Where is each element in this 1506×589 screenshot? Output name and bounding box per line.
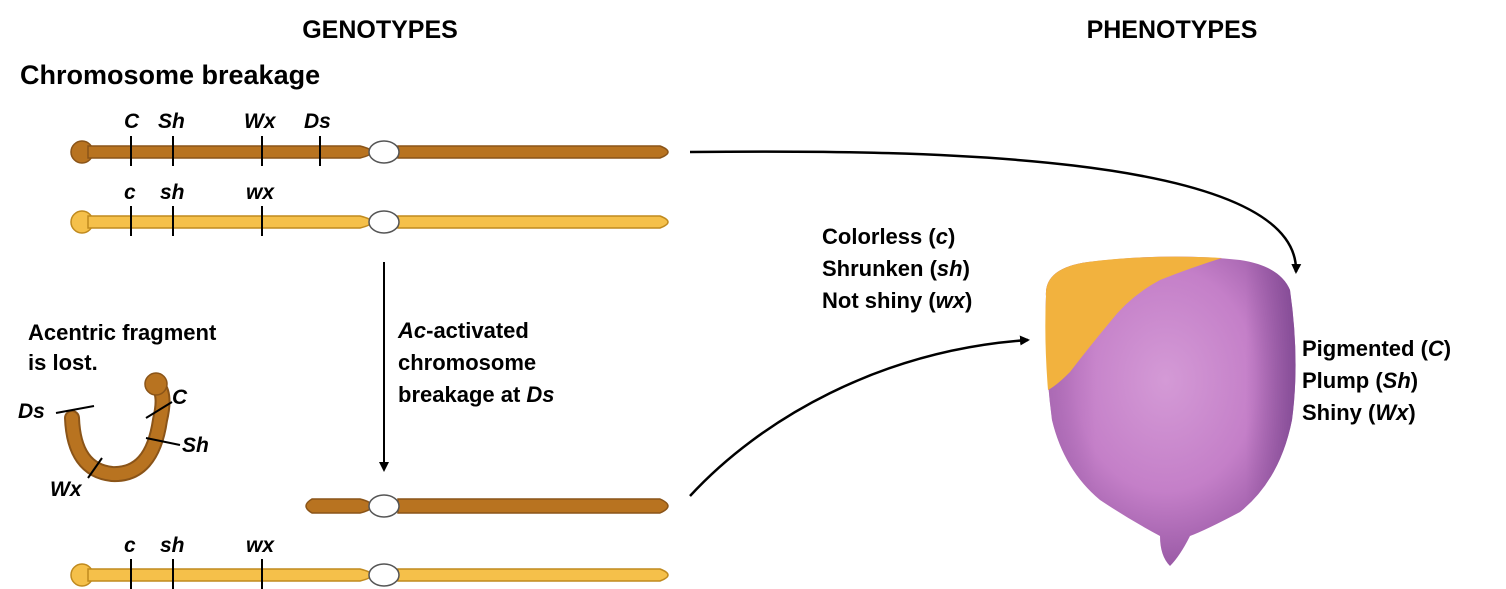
- centromere: [369, 141, 399, 163]
- arrow-to-kernel-sector: [690, 340, 1028, 496]
- phenotype-pigmented-group: Pigmented (C) Plump (Sh) Shiny (Wx): [1302, 336, 1451, 425]
- svg-text:Shiny (Wx): Shiny (Wx): [1302, 400, 1416, 425]
- gene-label-Sh: Sh: [158, 110, 185, 133]
- process-ds: Ds: [526, 382, 554, 407]
- process-chromosome: chromosome: [398, 350, 536, 375]
- pheno-right-2-close: ): [1411, 368, 1418, 393]
- fragment-gene-Ds: Ds: [18, 400, 45, 423]
- gene-label-c-bottom: c: [124, 534, 136, 557]
- gene-label-Wx: Wx: [244, 110, 277, 133]
- svg-text:Shrunken (sh): Shrunken (sh): [822, 256, 970, 281]
- pheno-right-1-gene: C: [1428, 336, 1445, 361]
- pheno-right-2: Plump (: [1302, 368, 1383, 393]
- fragment-caption-1: Acentric fragment: [28, 320, 217, 345]
- process-activated: -activated: [426, 318, 529, 343]
- phenotypes-header: PHENOTYPES: [1087, 16, 1258, 44]
- pheno-left-2-close: ): [963, 256, 970, 281]
- gene-label-Ds: Ds: [304, 110, 331, 133]
- pheno-left-1-close: ): [948, 224, 955, 249]
- acentric-fragment: Acentric fragment is lost. Ds C Sh Wx: [18, 320, 217, 501]
- pheno-right-3: Shiny (: [1302, 400, 1376, 425]
- pheno-left-1: Colorless (: [822, 224, 936, 249]
- genotypes-header: GENOTYPES: [302, 16, 458, 44]
- fragment-gene-C: C: [172, 386, 188, 409]
- phenotype-colorless-group: Colorless (c) Shrunken (sh) Not shiny (w…: [822, 224, 972, 313]
- svg-text:Plump (Sh): Plump (Sh): [1302, 368, 1418, 393]
- svg-text:Not shiny (wx): Not shiny (wx): [822, 288, 972, 313]
- fragment-caption-2: is lost.: [28, 350, 98, 375]
- fragment-gene-Wx: Wx: [50, 478, 83, 501]
- pheno-left-3-gene: wx: [936, 288, 966, 313]
- pheno-left-3: Not shiny (: [822, 288, 936, 313]
- pheno-left-2-gene: sh: [937, 256, 963, 281]
- svg-text:breakage at Ds: breakage at Ds: [398, 382, 555, 407]
- pheno-right-1-close: ): [1444, 336, 1451, 361]
- pheno-left-1-gene: c: [936, 224, 948, 249]
- process-label: Ac-activated chromosome breakage at Ds: [397, 318, 555, 407]
- gene-label-sh-bottom: sh: [160, 534, 185, 557]
- pheno-left-3-close: ): [965, 288, 972, 313]
- pheno-right-2-gene: Sh: [1383, 368, 1411, 393]
- fragment-gene-Sh: Sh: [182, 434, 209, 457]
- chromosome-top-dark: C Sh Wx Ds: [71, 110, 668, 166]
- pheno-left-2: Shrunken (: [822, 256, 938, 281]
- pheno-right-3-close: ): [1408, 400, 1415, 425]
- gene-label-wx-bottom: wx: [246, 534, 275, 557]
- arrow-to-kernel-top: [690, 152, 1296, 272]
- process-ac: Ac: [397, 318, 426, 343]
- corn-kernel: [1045, 256, 1295, 566]
- gene-label-wx: wx: [246, 181, 275, 204]
- gene-label-c: c: [124, 181, 136, 204]
- chromosome-bottom-light: c sh wx: [71, 534, 668, 589]
- process-breakage: breakage at: [398, 382, 526, 407]
- svg-text:Ac-activated: Ac-activated: [397, 318, 529, 343]
- svg-text:Pigmented (C): Pigmented (C): [1302, 336, 1451, 361]
- svg-text:Colorless (c): Colorless (c): [822, 224, 955, 249]
- pheno-right-3-gene: Wx: [1375, 400, 1409, 425]
- section-title: Chromosome breakage: [20, 60, 320, 90]
- chromosome-top-light: c sh wx: [71, 181, 668, 236]
- pheno-right-1: Pigmented (: [1302, 336, 1429, 361]
- gene-label-sh: sh: [160, 181, 185, 204]
- gene-label-C: C: [124, 110, 140, 133]
- chromosome-bottom-dark: [306, 495, 668, 517]
